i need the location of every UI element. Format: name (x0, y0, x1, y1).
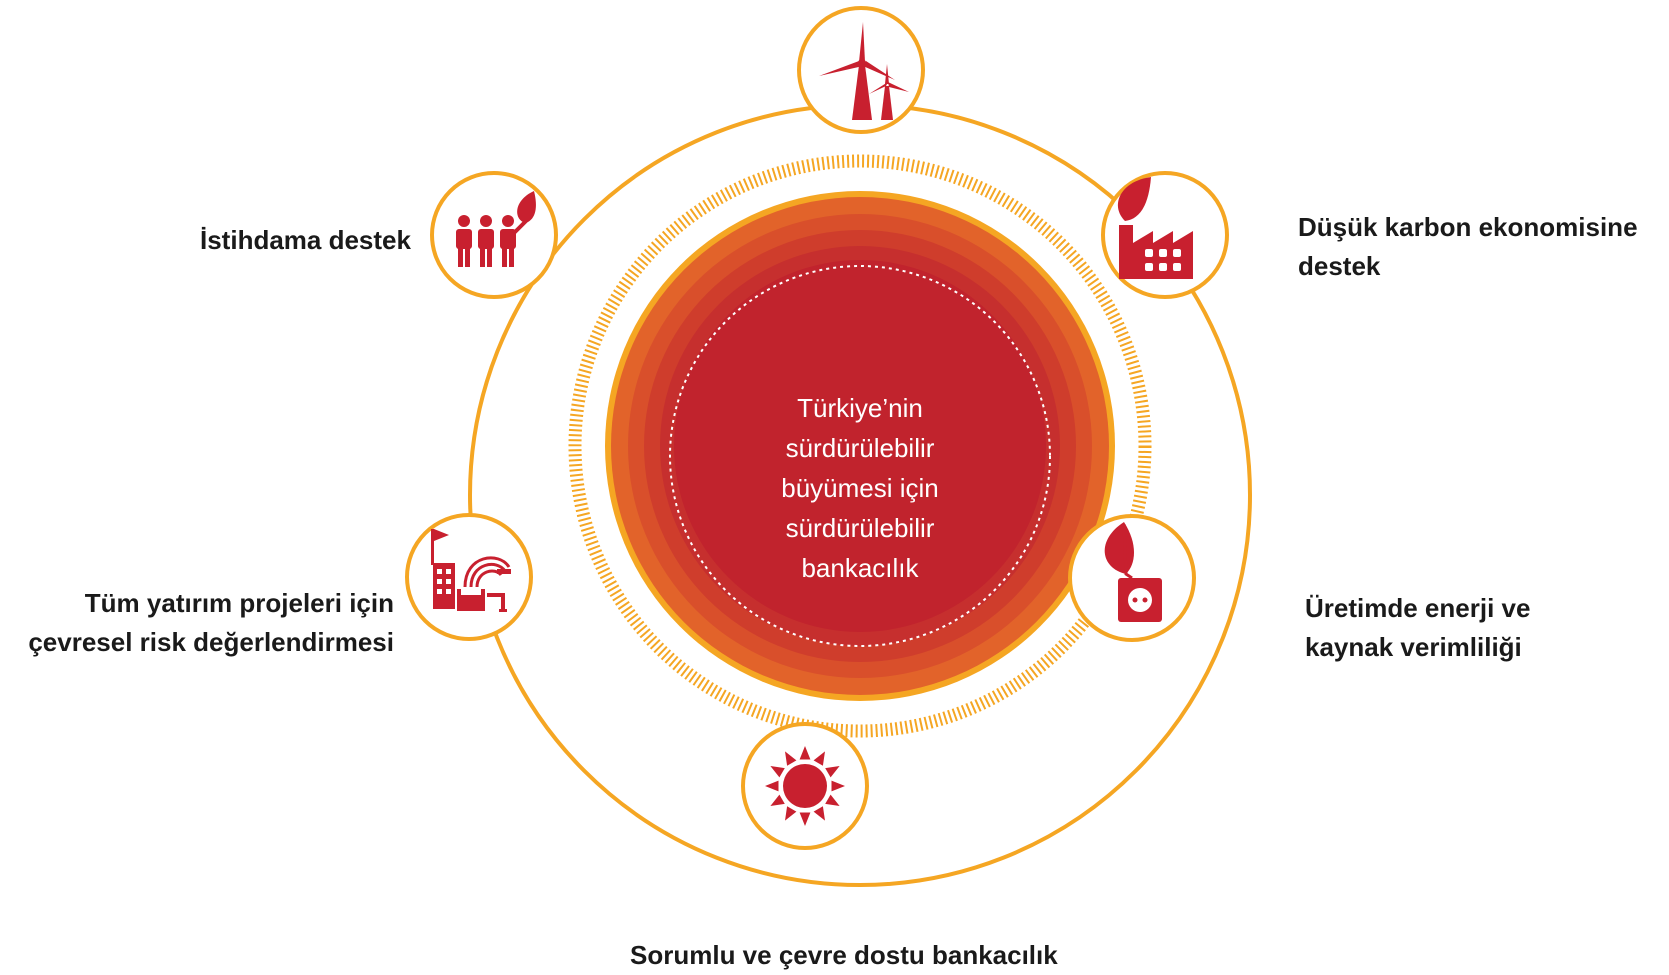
sun-ray (825, 766, 840, 778)
label-efficiency: Üretimde enerji ve kaynak verimliliği (1305, 593, 1531, 662)
wind-turbine-icon (819, 22, 909, 120)
sun-ray (825, 794, 840, 806)
label-risk: Tüm yatırım projeleri için çevresel risk… (28, 588, 394, 657)
sun-ray (813, 806, 825, 821)
sun-icon (765, 746, 845, 826)
dotted-inner-ring (669, 265, 1051, 647)
node-efficiency (1068, 514, 1196, 642)
sun-ray (770, 766, 785, 778)
label-low-carbon: Düşük karbon ekonomisine destek (1298, 212, 1638, 281)
node-wind (797, 6, 925, 134)
label-responsible: Sorumlu ve çevre dostu bankacılık (630, 940, 1058, 970)
sun-ray (770, 794, 785, 806)
sun-ray (765, 780, 779, 792)
sun-ray (799, 812, 811, 826)
node-responsible (741, 722, 869, 850)
industrial-plant-icon (431, 529, 511, 612)
center-title: Türkiye’nin sürdürülebilir büyümesi için… (781, 393, 939, 583)
node-low-carbon (1101, 171, 1229, 299)
factory-leaf-icon (1117, 177, 1193, 279)
node-risk (405, 513, 533, 641)
sun-ray (813, 751, 825, 766)
halo-ring (568, 154, 1152, 738)
sun-ray (785, 806, 797, 821)
people-leaf-icon (456, 191, 536, 267)
label-employment: İstihdama destek (200, 225, 411, 255)
sun-ray (831, 780, 845, 792)
leaf-socket-icon (1104, 522, 1162, 622)
sun-ray (799, 746, 811, 760)
core-disc (605, 191, 1115, 701)
sun-ray (785, 751, 797, 766)
node-employment (430, 171, 558, 299)
